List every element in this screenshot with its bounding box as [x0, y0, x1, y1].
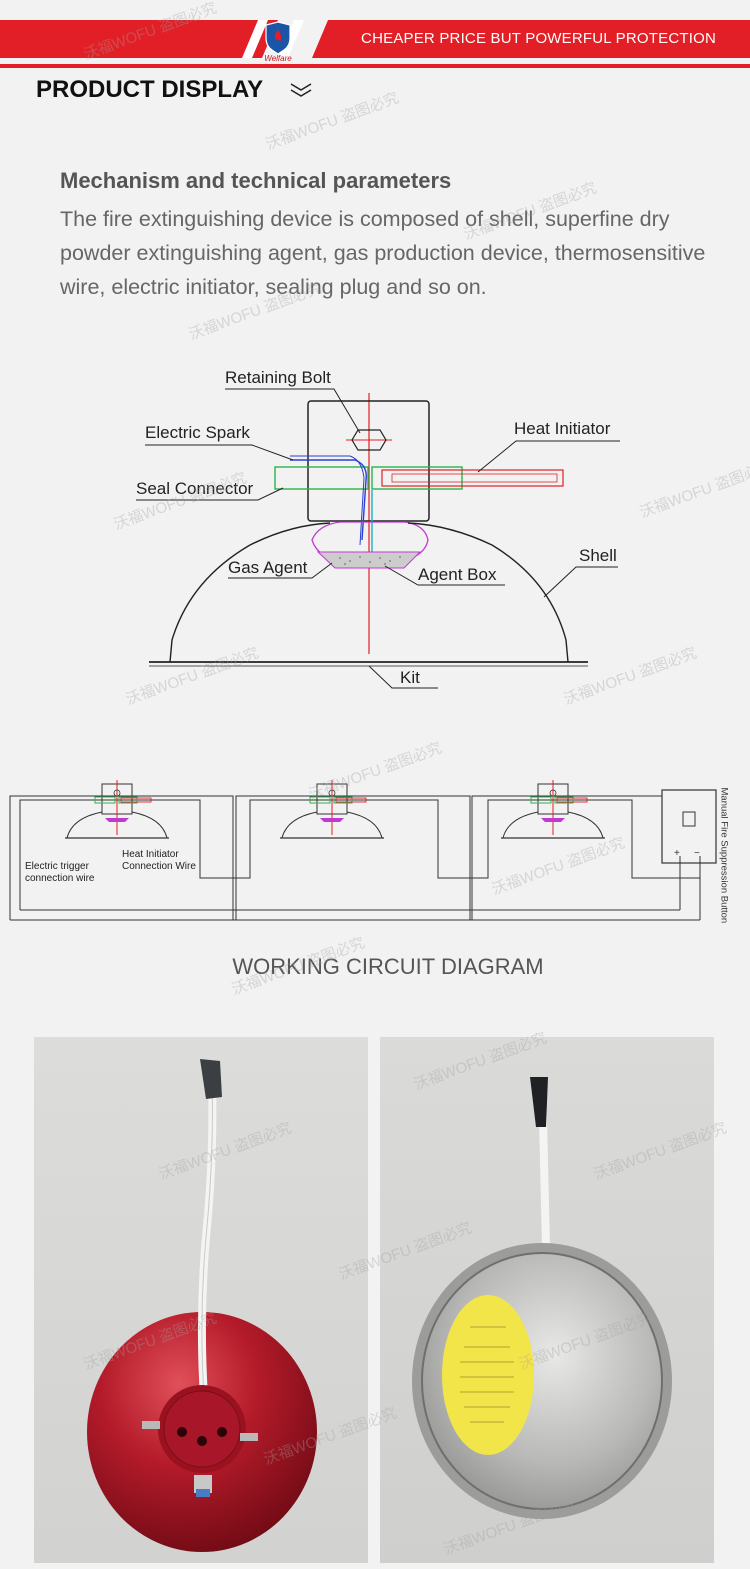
minus-terminal: − — [694, 848, 700, 859]
label-heat-initiator-wire-1: Heat Initiator — [122, 849, 179, 860]
label-heat-initiator-wire-2: Connection Wire — [122, 861, 196, 872]
watermark: 沃福WOFU 盗图必究 — [263, 89, 402, 154]
header-banner — [0, 20, 750, 58]
circuit-diagram: + − Electric trigger connectio — [9, 780, 717, 921]
header-rule — [0, 64, 750, 68]
label-shell: Shell — [579, 546, 617, 565]
structure-diagram: Retaining Bolt Electric Spark Heat Initi… — [136, 368, 620, 689]
label-electric-trigger-2: connection wire — [25, 873, 95, 884]
product-photo-back — [380, 1037, 714, 1563]
product-photo-front — [34, 1037, 368, 1563]
mechanism-body: The fire extinguishing device is compose… — [60, 207, 706, 299]
label-gas-agent: Gas Agent — [228, 558, 308, 577]
extinguisher-unit-1 — [65, 780, 169, 839]
label-agent-box: Agent Box — [418, 565, 497, 584]
label-kit: Kit — [400, 668, 420, 687]
label-manual-button: Manual Fire Suppression Button — [718, 787, 730, 924]
label-retaining-bolt: Retaining Bolt — [225, 368, 331, 387]
section-title: PRODUCT DISPLAY — [36, 76, 264, 103]
extinguisher-unit-3 — [501, 780, 605, 839]
brand-logo: Welfare — [228, 14, 328, 64]
header-tagline: CHEAPER PRICE BUT POWERFUL PROTECTION — [361, 30, 716, 47]
mechanism-title: Mechanism and technical parameters — [60, 168, 452, 193]
logo-text: Welfare — [264, 54, 292, 63]
label-electric-spark: Electric Spark — [145, 423, 250, 442]
plus-terminal: + — [674, 848, 680, 859]
label-seal-connector: Seal Connector — [136, 479, 254, 498]
extinguisher-unit-2 — [280, 780, 384, 839]
double-chevron-down-icon — [288, 80, 314, 105]
label-heat-initiator: Heat Initiator — [514, 419, 611, 438]
circuit-diagram-title: WORKING CIRCUIT DIAGRAM — [232, 954, 544, 979]
label-electric-trigger-1: Electric trigger — [25, 861, 90, 872]
